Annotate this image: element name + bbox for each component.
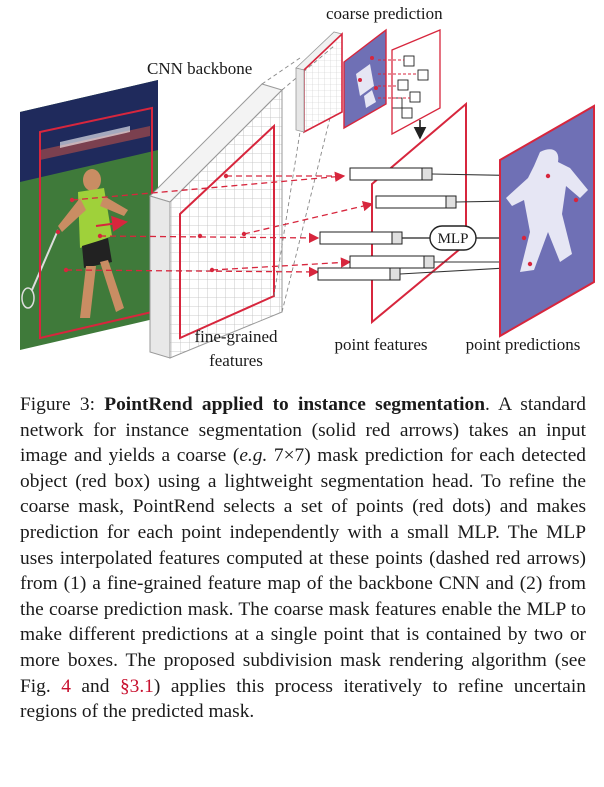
caption-text-2: 7×7) mask prediction for each detected o…: [20, 445, 586, 697]
pointrend-figure: MLP coarse prediction CNN backbone fine-…: [0, 0, 604, 380]
caption-text-3: and: [70, 675, 120, 697]
label-fine-grained: fine-grained: [194, 327, 278, 346]
caption-eg: e.g.: [239, 445, 268, 467]
label-coarse-prediction: coarse prediction: [326, 4, 443, 23]
caption-text-4: ) applies this process iteratively to re…: [20, 675, 586, 723]
caption-title: PointRend applied to instance segmentati…: [104, 394, 486, 415]
cnn-backbone: [149, 83, 283, 359]
label-point-predictions: point predictions: [466, 335, 581, 354]
point-features-panel: [317, 101, 467, 325]
label-point-features: point features: [335, 335, 428, 354]
dashed-red-arrows: [65, 171, 374, 278]
label-features: features: [209, 351, 263, 370]
label-cnn-backbone: CNN backbone: [147, 59, 252, 78]
tennis-player-photo: [21, 169, 128, 318]
figure-caption: Figure 3: PointRend applied to instance …: [20, 392, 586, 725]
coarse-feature-cubes: [378, 55, 429, 119]
point-prediction-mask: [499, 104, 595, 338]
caption-paragraph: Figure 3: PointRend applied to instance …: [20, 392, 586, 725]
mlp-label: MLP: [438, 231, 469, 247]
coarse-prediction-block: [295, 31, 343, 134]
figure-ref-link[interactable]: 4: [61, 675, 71, 697]
caption-figure-label: Figure 3:: [20, 394, 95, 415]
mlp-node: MLP: [402, 225, 522, 251]
input-image: [20, 80, 158, 350]
coarse-mask-icon: [343, 28, 387, 130]
coarse-prediction-frame: [391, 29, 441, 136]
section-ref-link[interactable]: §3.1: [119, 675, 154, 697]
caption-text-1: . A standard network for instance segmen…: [20, 394, 586, 467]
